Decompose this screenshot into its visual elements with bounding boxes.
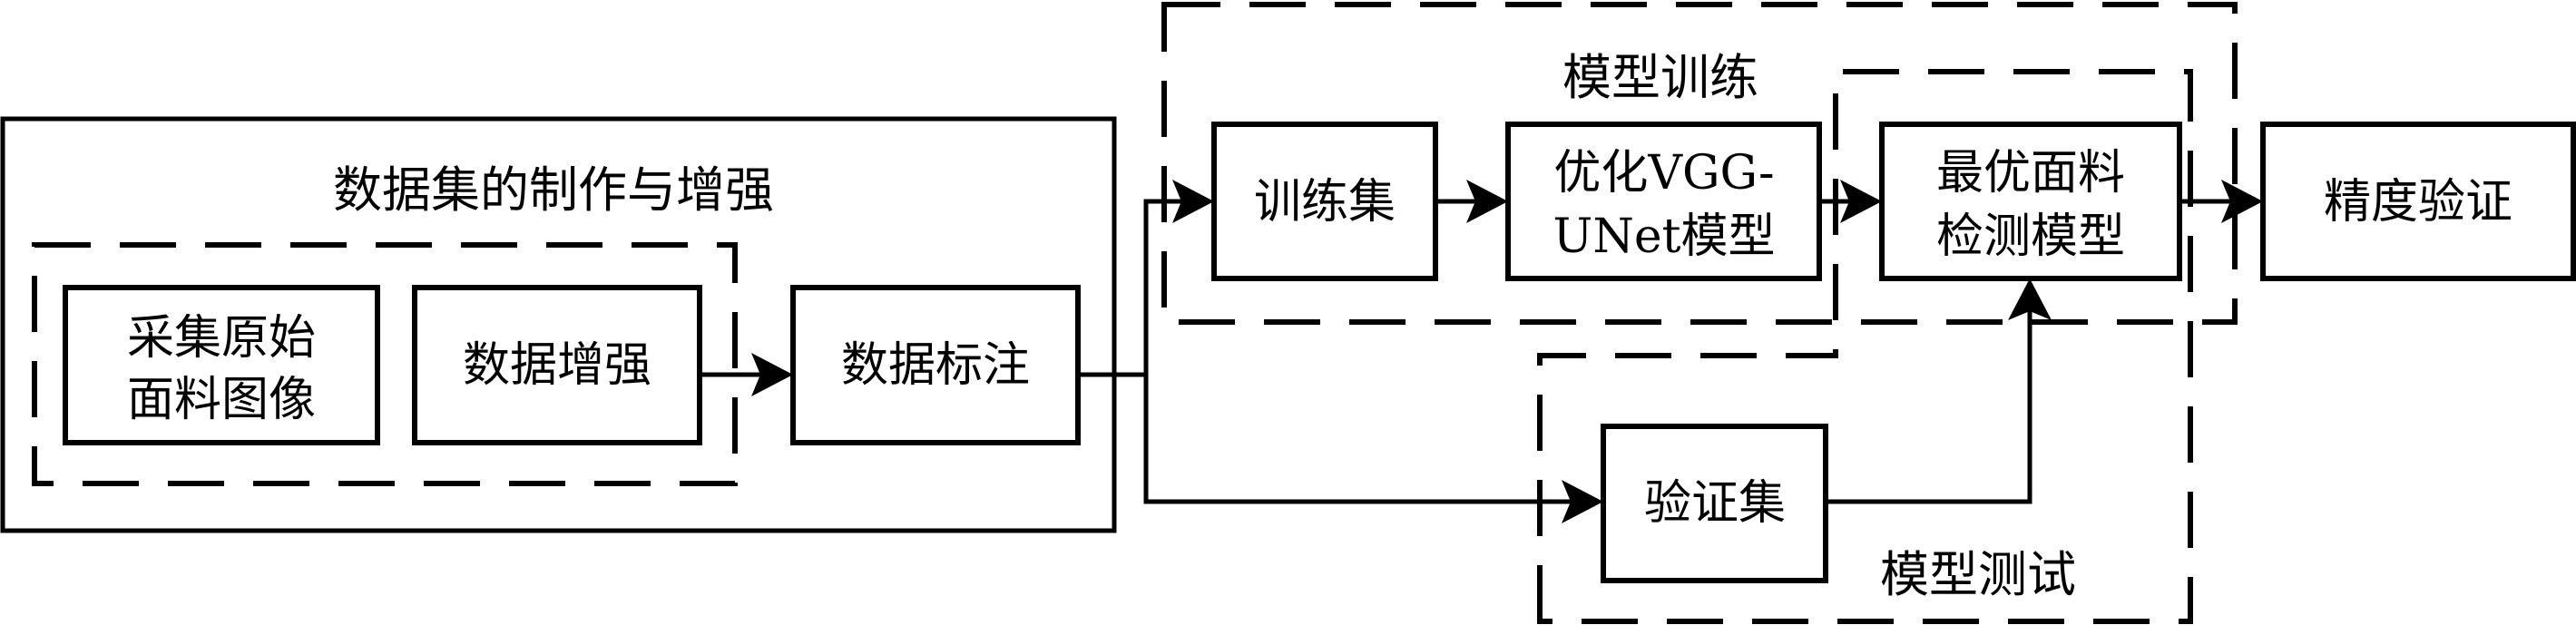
node-val-set: 验证集: [1601, 424, 1828, 583]
node-collect-line2: 面料图像: [127, 373, 316, 427]
node-model-line2: UNet模型: [1553, 210, 1776, 264]
node-best-model-line2: 检测模型: [1936, 210, 2125, 264]
group-preprocess-dashed-box: [32, 242, 738, 486]
arrowhead-icon: [2008, 278, 2052, 320]
node-val-set-label: 验证集: [1644, 476, 1786, 531]
arrowhead-icon: [1840, 180, 1882, 223]
group-training-label: 模型训练: [1562, 49, 1758, 106]
node-collect-line1: 采集原始: [127, 311, 316, 366]
node-best-model-line1: 最优面料: [1936, 146, 2125, 200]
node-annotate: 数据标注: [790, 285, 1081, 445]
node-annotate-label: 数据标注: [841, 338, 1030, 393]
node-model-line1: 优化VGG-: [1553, 146, 1774, 200]
edge-annotate-valset: [1143, 375, 1583, 504]
group-training-dashed-box: [1161, 2, 2238, 325]
node-train-set: 训练集: [1211, 122, 1438, 281]
node-collect: 采集原始 面料图像: [63, 285, 380, 445]
group-dataset-box: [0, 116, 1117, 533]
group-testing-dashed-box: [1537, 69, 2193, 624]
arrowhead-icon: [1562, 480, 1603, 523]
arrowhead-icon: [1172, 180, 1214, 223]
node-accuracy-label: 精度验证: [2324, 175, 2512, 229]
edge-annotate-trainset: [1078, 199, 1193, 377]
node-train-set-label: 训练集: [1254, 175, 1396, 229]
group-dataset-label: 数据集的制作与增强: [333, 161, 774, 219]
node-accuracy: 精度验证: [2260, 122, 2576, 281]
arrowhead-icon: [751, 353, 793, 396]
arrowhead-icon: [2221, 180, 2263, 223]
edge-valset-best: [1826, 299, 2032, 504]
arrowhead-icon: [1466, 180, 1508, 223]
node-augment: 数据增强: [412, 285, 702, 445]
node-model: 优化VGG- UNet模型: [1505, 122, 1822, 281]
group-testing-label: 模型测试: [1880, 546, 2076, 603]
node-best-model: 最优面料 检测模型: [1879, 122, 2182, 281]
node-augment-label: 数据增强: [463, 338, 651, 393]
